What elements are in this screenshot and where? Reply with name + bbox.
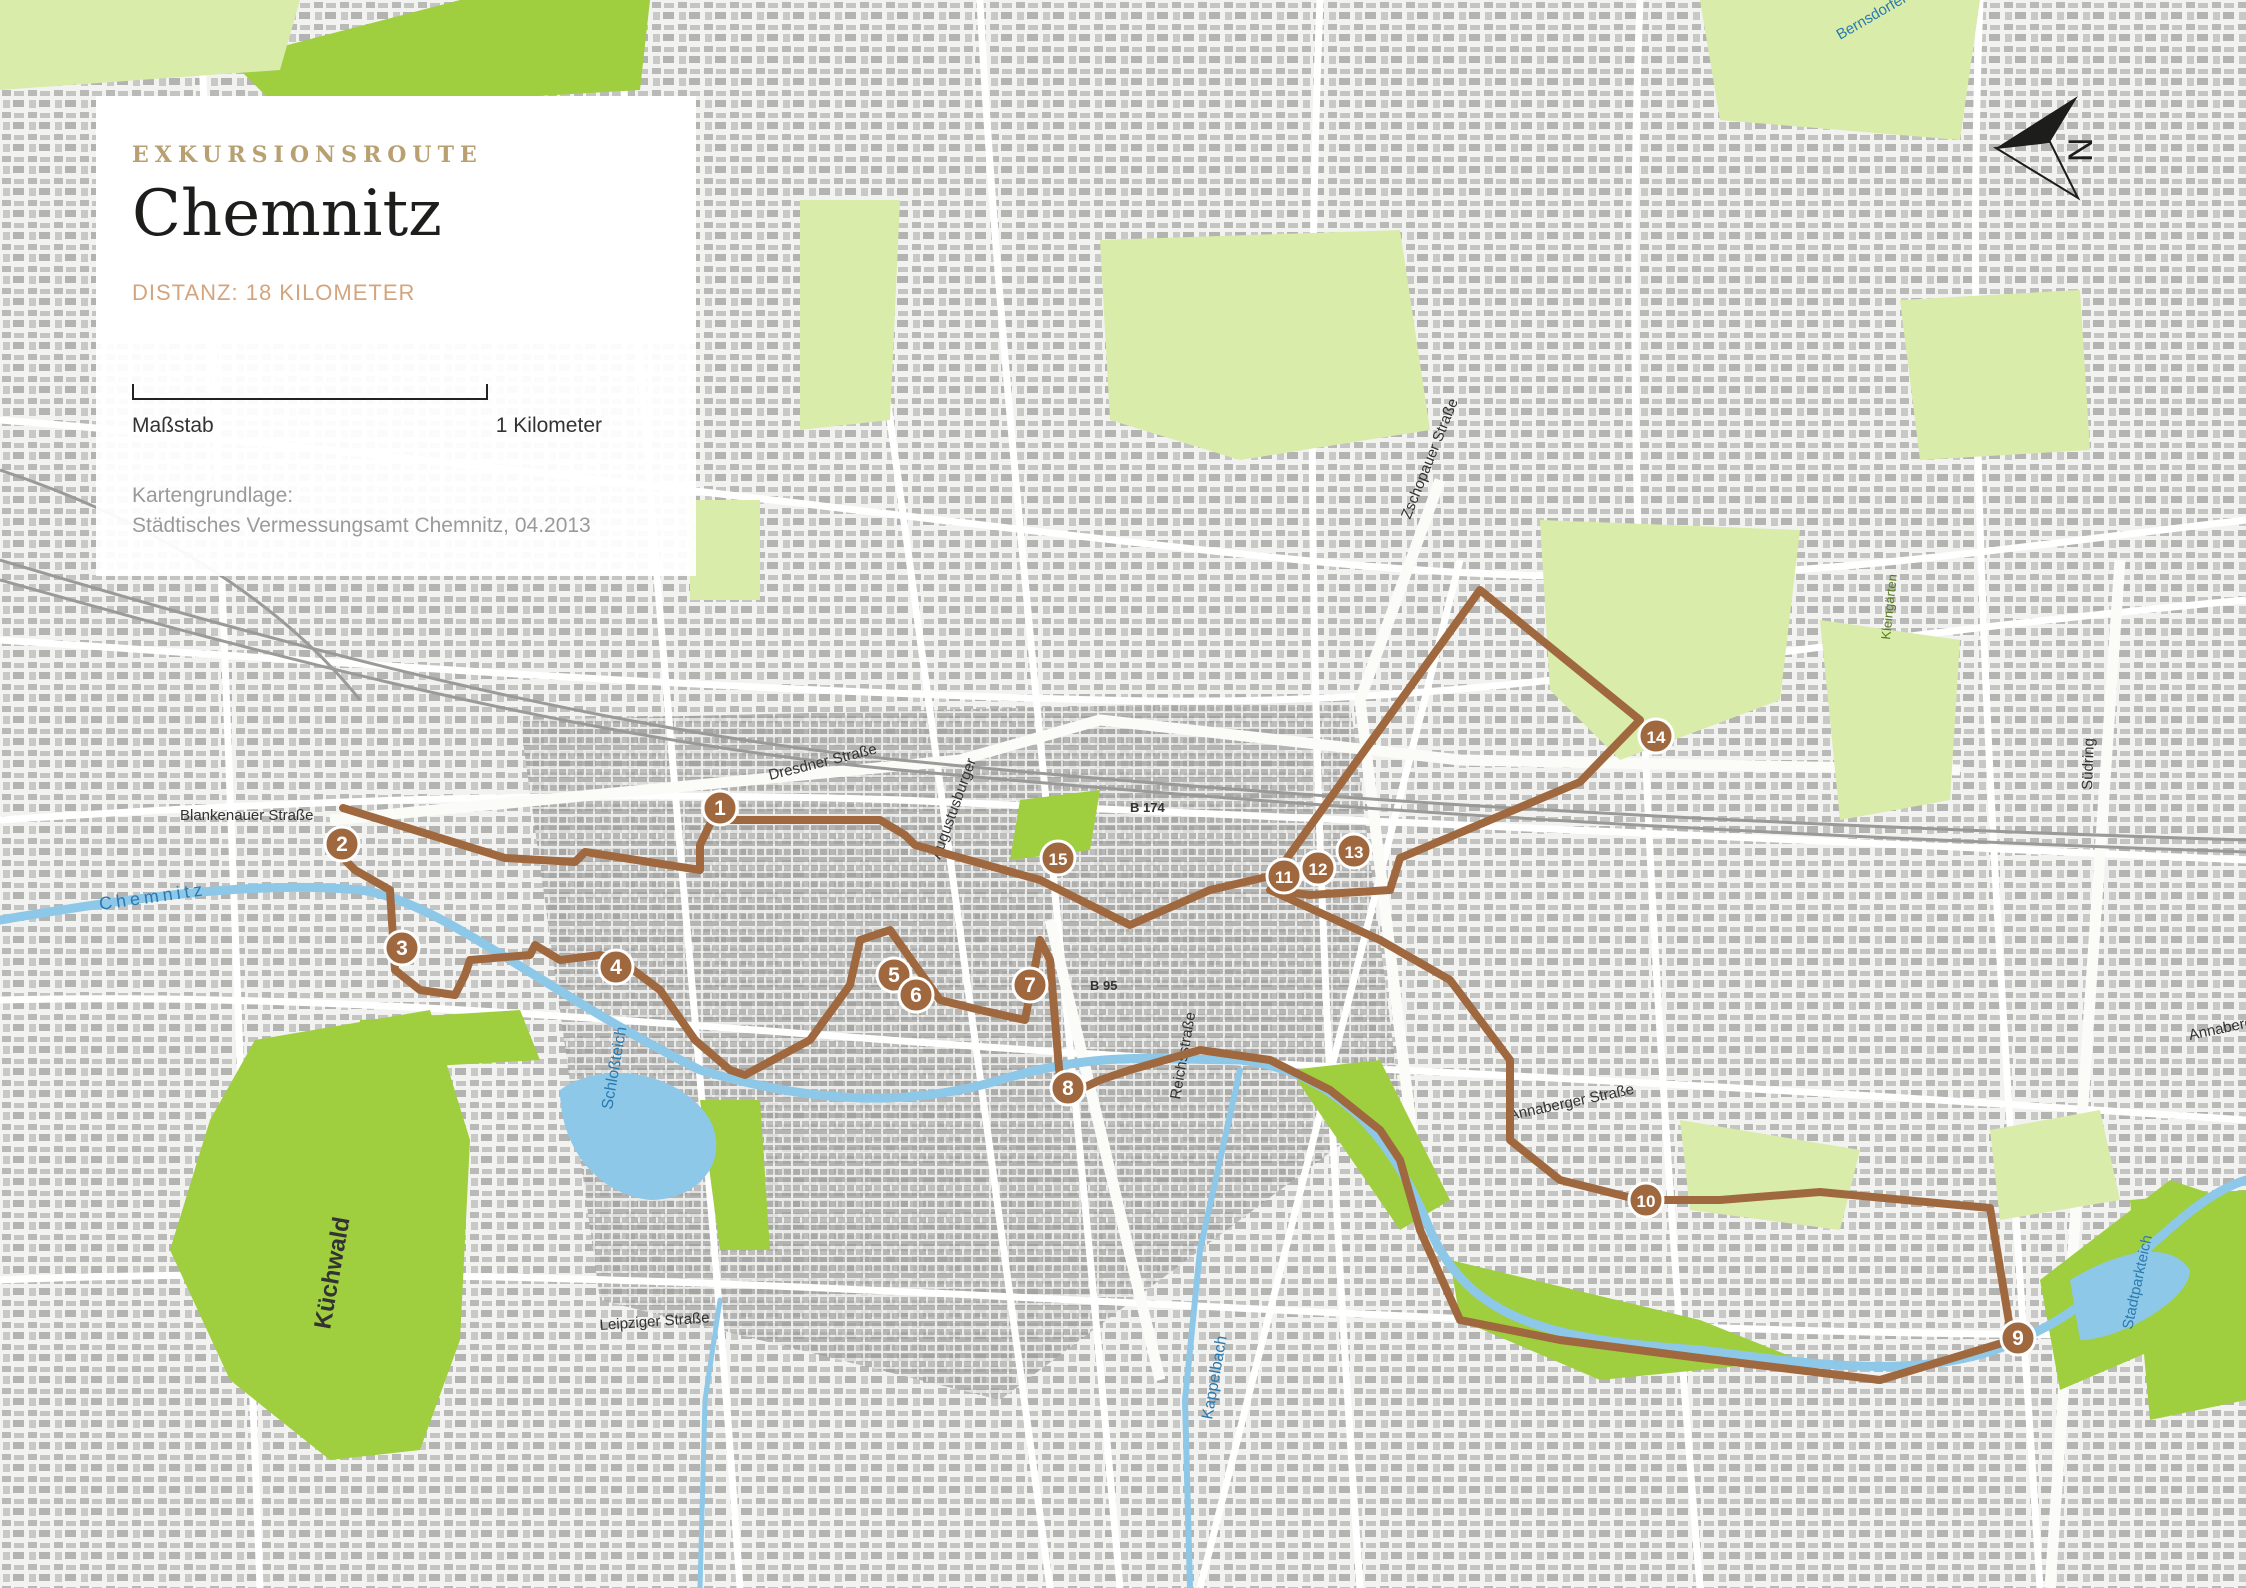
scale-bar bbox=[132, 380, 488, 400]
route-marker-circle bbox=[1335, 832, 1373, 870]
route-marker-4[interactable]: 4 bbox=[597, 948, 635, 986]
route-marker-label: 15 bbox=[1049, 850, 1068, 869]
route-marker-circle bbox=[897, 976, 935, 1014]
schlossteich-lake bbox=[560, 1073, 717, 1200]
route-marker-circle bbox=[1011, 966, 1049, 1004]
route-marker-label: 4 bbox=[610, 956, 622, 979]
route-marker-label: 7 bbox=[1024, 974, 1036, 997]
route-distance: DISTANZ: 18 KILOMETER bbox=[132, 280, 416, 305]
route-marker-label: 5 bbox=[888, 964, 900, 987]
kuechwald-park bbox=[170, 1010, 470, 1460]
route-marker-circle bbox=[701, 789, 739, 827]
route-marker-label: 1 bbox=[714, 797, 726, 820]
route-marker-10[interactable]: 10 bbox=[1627, 1181, 1665, 1219]
route-marker-circle bbox=[383, 929, 421, 967]
route-marker-7[interactable]: 7 bbox=[1011, 966, 1049, 1004]
route-marker-13[interactable]: 13 bbox=[1335, 832, 1373, 870]
label-b174: B 174 bbox=[1130, 800, 1165, 815]
route-marker-5[interactable]: 5 bbox=[875, 956, 913, 994]
label-kleingaerten: Kleingärten bbox=[1878, 573, 1900, 640]
kappelbach-creek bbox=[1181, 1067, 1243, 1588]
route-eyebrow: EXKURSIONSROUTE bbox=[132, 142, 483, 168]
title-panel: EXKURSIONSROUTE Chemnitz DISTANZ: 18 KIL… bbox=[96, 96, 696, 344]
route-marker-circle bbox=[1049, 1069, 1087, 1107]
scale-label: Maßstab bbox=[132, 414, 214, 437]
route-marker-1[interactable]: 1 bbox=[701, 789, 739, 827]
source-text: Städtisches Vermessungsamt Chemnitz, 04.… bbox=[132, 514, 591, 537]
route-marker-label: 11 bbox=[1275, 868, 1293, 887]
route-marker-15[interactable]: 15 bbox=[1039, 839, 1077, 877]
route-marker-label: 12 bbox=[1309, 860, 1328, 879]
route-marker-circle bbox=[1637, 717, 1675, 755]
city-title: Chemnitz bbox=[132, 177, 442, 251]
route-marker-label: 13 bbox=[1345, 843, 1364, 862]
stadtpark-pond bbox=[2070, 1251, 2190, 1340]
route-marker-label: 10 bbox=[1637, 1192, 1656, 1211]
route-marker-label: 9 bbox=[2012, 1327, 2024, 1350]
route-marker-9[interactable]: 9 bbox=[1999, 1319, 2037, 1357]
label-b95: B 95 bbox=[1090, 978, 1117, 993]
route-marker-circle bbox=[1299, 849, 1337, 887]
route-marker-circle bbox=[1999, 1319, 2037, 1357]
label-blankenauer: Blankenauer Straße bbox=[180, 807, 313, 824]
north-label: N bbox=[2062, 137, 2100, 162]
route-marker-label: 8 bbox=[1062, 1077, 1074, 1100]
route-marker-circle bbox=[323, 825, 361, 863]
route-marker-11[interactable]: 11 bbox=[1265, 857, 1303, 895]
scale-row: Maßstab 1 Kilometer bbox=[132, 414, 602, 438]
route-marker-label: 3 bbox=[396, 937, 408, 960]
route-marker-circle bbox=[1039, 839, 1077, 877]
north-arrow-icon: N bbox=[1992, 96, 2100, 201]
route-marker-8[interactable]: 8 bbox=[1049, 1069, 1087, 1107]
legend-panel: Maßstab 1 Kilometer Kartengrundlage: Stä… bbox=[96, 344, 696, 576]
route-marker-circle bbox=[1265, 857, 1303, 895]
route-marker-12[interactable]: 12 bbox=[1299, 849, 1337, 887]
main-roads bbox=[329, 478, 2126, 1588]
route-marker-label: 2 bbox=[336, 833, 348, 856]
source-heading: Kartengrundlage: bbox=[132, 484, 294, 507]
route-marker-circle bbox=[597, 948, 635, 986]
route-marker-circle bbox=[1627, 1181, 1665, 1219]
route-marker-6[interactable]: 6 bbox=[897, 976, 935, 1014]
route-marker-3[interactable]: 3 bbox=[383, 929, 421, 967]
route-marker-2[interactable]: 2 bbox=[323, 825, 361, 863]
route-marker-14[interactable]: 14 bbox=[1637, 717, 1675, 755]
label-suedring: Südring bbox=[2079, 738, 2098, 790]
route-marker-label: 6 bbox=[910, 984, 922, 1007]
green-areas bbox=[0, 0, 2246, 1460]
scale-value: 1 Kilometer bbox=[495, 414, 602, 437]
route-marker-label: 14 bbox=[1647, 728, 1666, 747]
